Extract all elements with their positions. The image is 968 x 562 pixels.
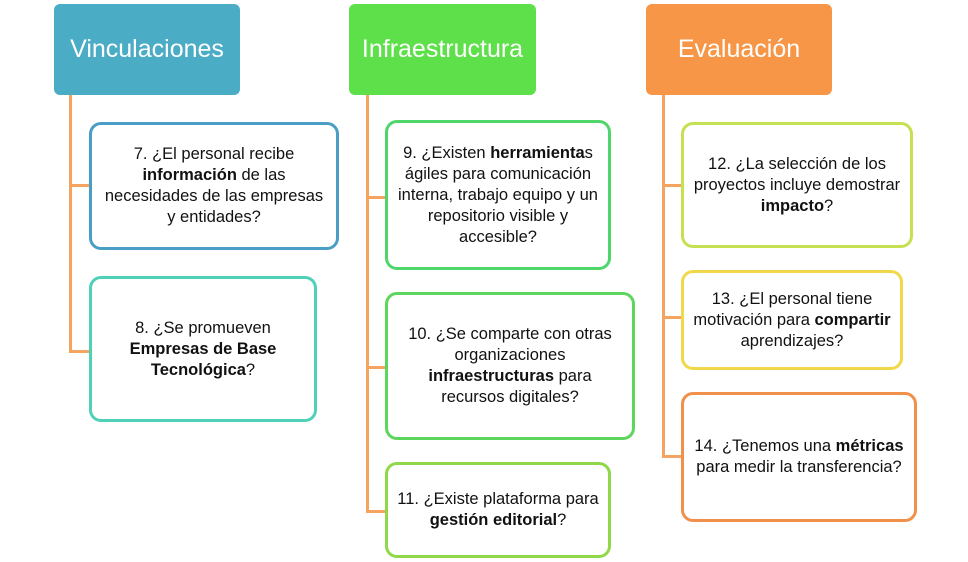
question-text: 12. ¿La selección de los proyectos inclu… <box>693 154 901 215</box>
connector-infraestructura-branch-10 <box>366 366 386 369</box>
question-text: 7. ¿El personal recibe información de la… <box>104 145 324 226</box>
header-title: Evaluación <box>677 35 801 63</box>
question-box-7: 7. ¿El personal recibe información de la… <box>89 122 339 250</box>
connector-evaluacion-trunk <box>662 95 665 458</box>
header-infraestructura: Infraestructura <box>349 4 536 95</box>
connector-infraestructura-trunk <box>366 95 369 512</box>
header-vinculaciones: Vinculaciones <box>54 4 240 95</box>
question-box-11: 11. ¿Existe plataforma para gestión edit… <box>385 462 611 558</box>
question-text: 14. ¿Tenemos una métricas para medir la … <box>694 437 904 476</box>
connector-infraestructura-branch-11 <box>366 510 386 513</box>
connector-evaluacion-branch-13 <box>662 316 682 319</box>
connector-vinculaciones-trunk <box>69 95 72 352</box>
question-box-10: 10. ¿Se comparte con otras organizacione… <box>385 292 635 440</box>
connector-infraestructura-branch-9 <box>366 196 386 199</box>
header-evaluacion: Evaluación <box>646 4 832 95</box>
header-title: Vinculaciones <box>70 35 224 63</box>
connector-vinculaciones-branch-8 <box>69 350 90 353</box>
header-title: Infraestructura <box>361 35 524 63</box>
question-box-13: 13. ¿El personal tiene motivación para c… <box>681 270 903 370</box>
question-text: 8. ¿Se promueven Empresas de Base Tecnol… <box>129 318 277 379</box>
question-text: 9. ¿Existen herramientas ágiles para com… <box>398 143 598 246</box>
question-box-8: 8. ¿Se promueven Empresas de Base Tecnol… <box>89 276 317 422</box>
question-box-12: 12. ¿La selección de los proyectos inclu… <box>681 122 913 248</box>
connector-vinculaciones-branch-7 <box>69 184 90 187</box>
connector-evaluacion-branch-12 <box>662 184 682 187</box>
question-text: 10. ¿Se comparte con otras organizacione… <box>408 325 612 406</box>
connector-evaluacion-branch-14 <box>662 455 682 458</box>
question-text: 13. ¿El personal tiene motivación para c… <box>693 289 891 350</box>
question-box-9: 9. ¿Existen herramientas ágiles para com… <box>385 120 611 270</box>
question-box-14: 14. ¿Tenemos una métricas para medir la … <box>681 392 917 522</box>
question-text: 11. ¿Existe plataforma para gestión edit… <box>397 490 599 529</box>
